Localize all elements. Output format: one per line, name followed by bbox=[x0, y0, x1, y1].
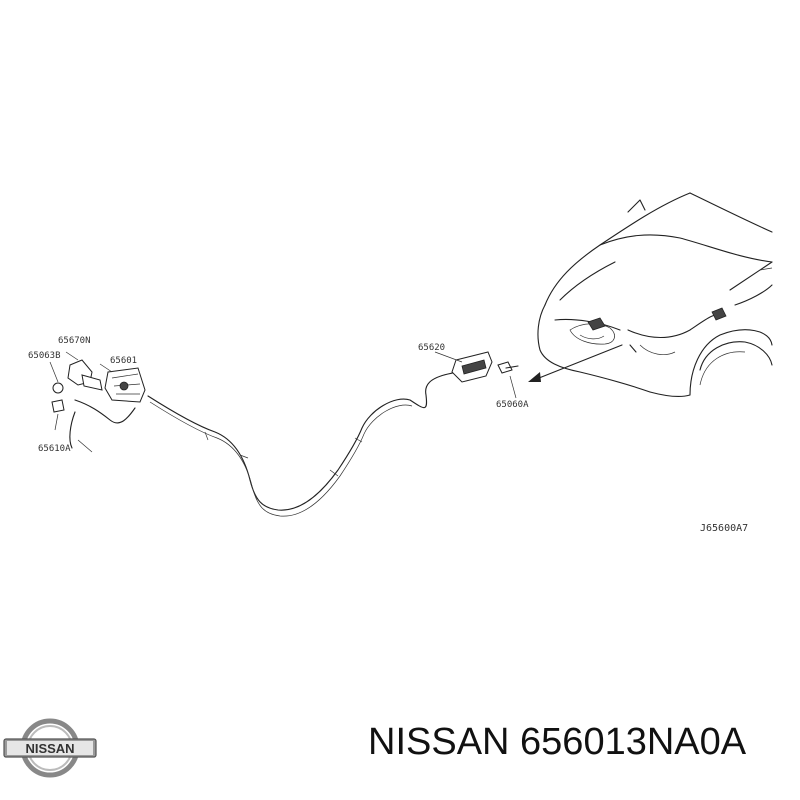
label-65060A: 65060A bbox=[496, 400, 529, 410]
label-65610A: 65610A bbox=[38, 444, 71, 454]
label-65670N: 65670N bbox=[58, 336, 91, 346]
release-cable bbox=[69, 364, 487, 517]
label-65620: 65620 bbox=[418, 343, 445, 353]
nissan-logo: NISSAN bbox=[3, 718, 97, 778]
hood-lock-assembly bbox=[49, 351, 146, 431]
part-number-caption: NISSAN 656013NA0A bbox=[368, 721, 747, 763]
diagram-reference-code: J65600A7 bbox=[700, 523, 748, 534]
label-65601: 65601 bbox=[110, 356, 137, 366]
release-handle bbox=[434, 351, 519, 399]
logo-wordmark: NISSAN bbox=[25, 741, 74, 756]
label-65063B: 65063B bbox=[28, 351, 61, 361]
pointer-arrow bbox=[528, 344, 623, 382]
car-front-illustration bbox=[537, 192, 773, 397]
